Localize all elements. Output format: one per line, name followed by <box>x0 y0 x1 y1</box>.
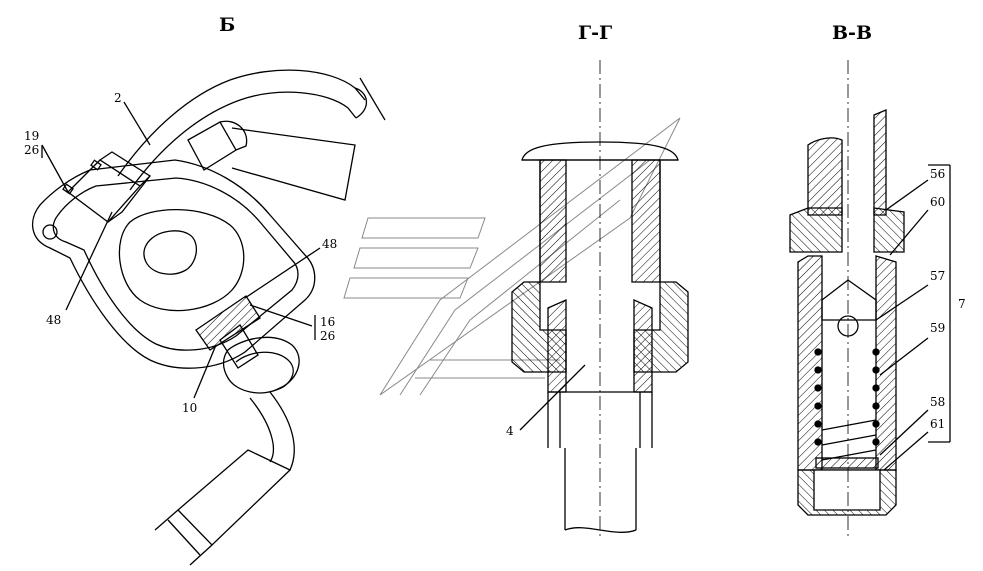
callout-58: 58 <box>930 395 946 409</box>
callout-57: 57 <box>930 269 946 283</box>
callout-26-upper: 26 <box>24 143 40 157</box>
callout-19: 19 <box>24 129 40 143</box>
callout-48-right: 48 <box>322 237 338 251</box>
view-title-b: Б <box>219 14 236 36</box>
callout-10: 10 <box>182 401 198 415</box>
callout-56: 56 <box>930 167 946 181</box>
callout-16: 16 <box>320 315 336 329</box>
callout-48-left: 48 <box>46 313 62 327</box>
spring-coils <box>814 348 880 446</box>
callout-59: 59 <box>930 321 946 335</box>
callout-60: 60 <box>930 195 946 209</box>
callout-61: 61 <box>930 417 946 431</box>
callout-2: 2 <box>114 91 122 105</box>
view-title-vv: В-В <box>832 22 873 44</box>
view-vv-drawing <box>789 60 951 540</box>
callout-4: 4 <box>506 424 514 438</box>
view-title-gg: Г-Г <box>578 22 613 44</box>
view-b-drawing <box>31 69 386 566</box>
view-gg-drawing <box>511 60 689 540</box>
callout-26-lower: 26 <box>320 329 336 343</box>
callout-7: 7 <box>958 297 966 311</box>
